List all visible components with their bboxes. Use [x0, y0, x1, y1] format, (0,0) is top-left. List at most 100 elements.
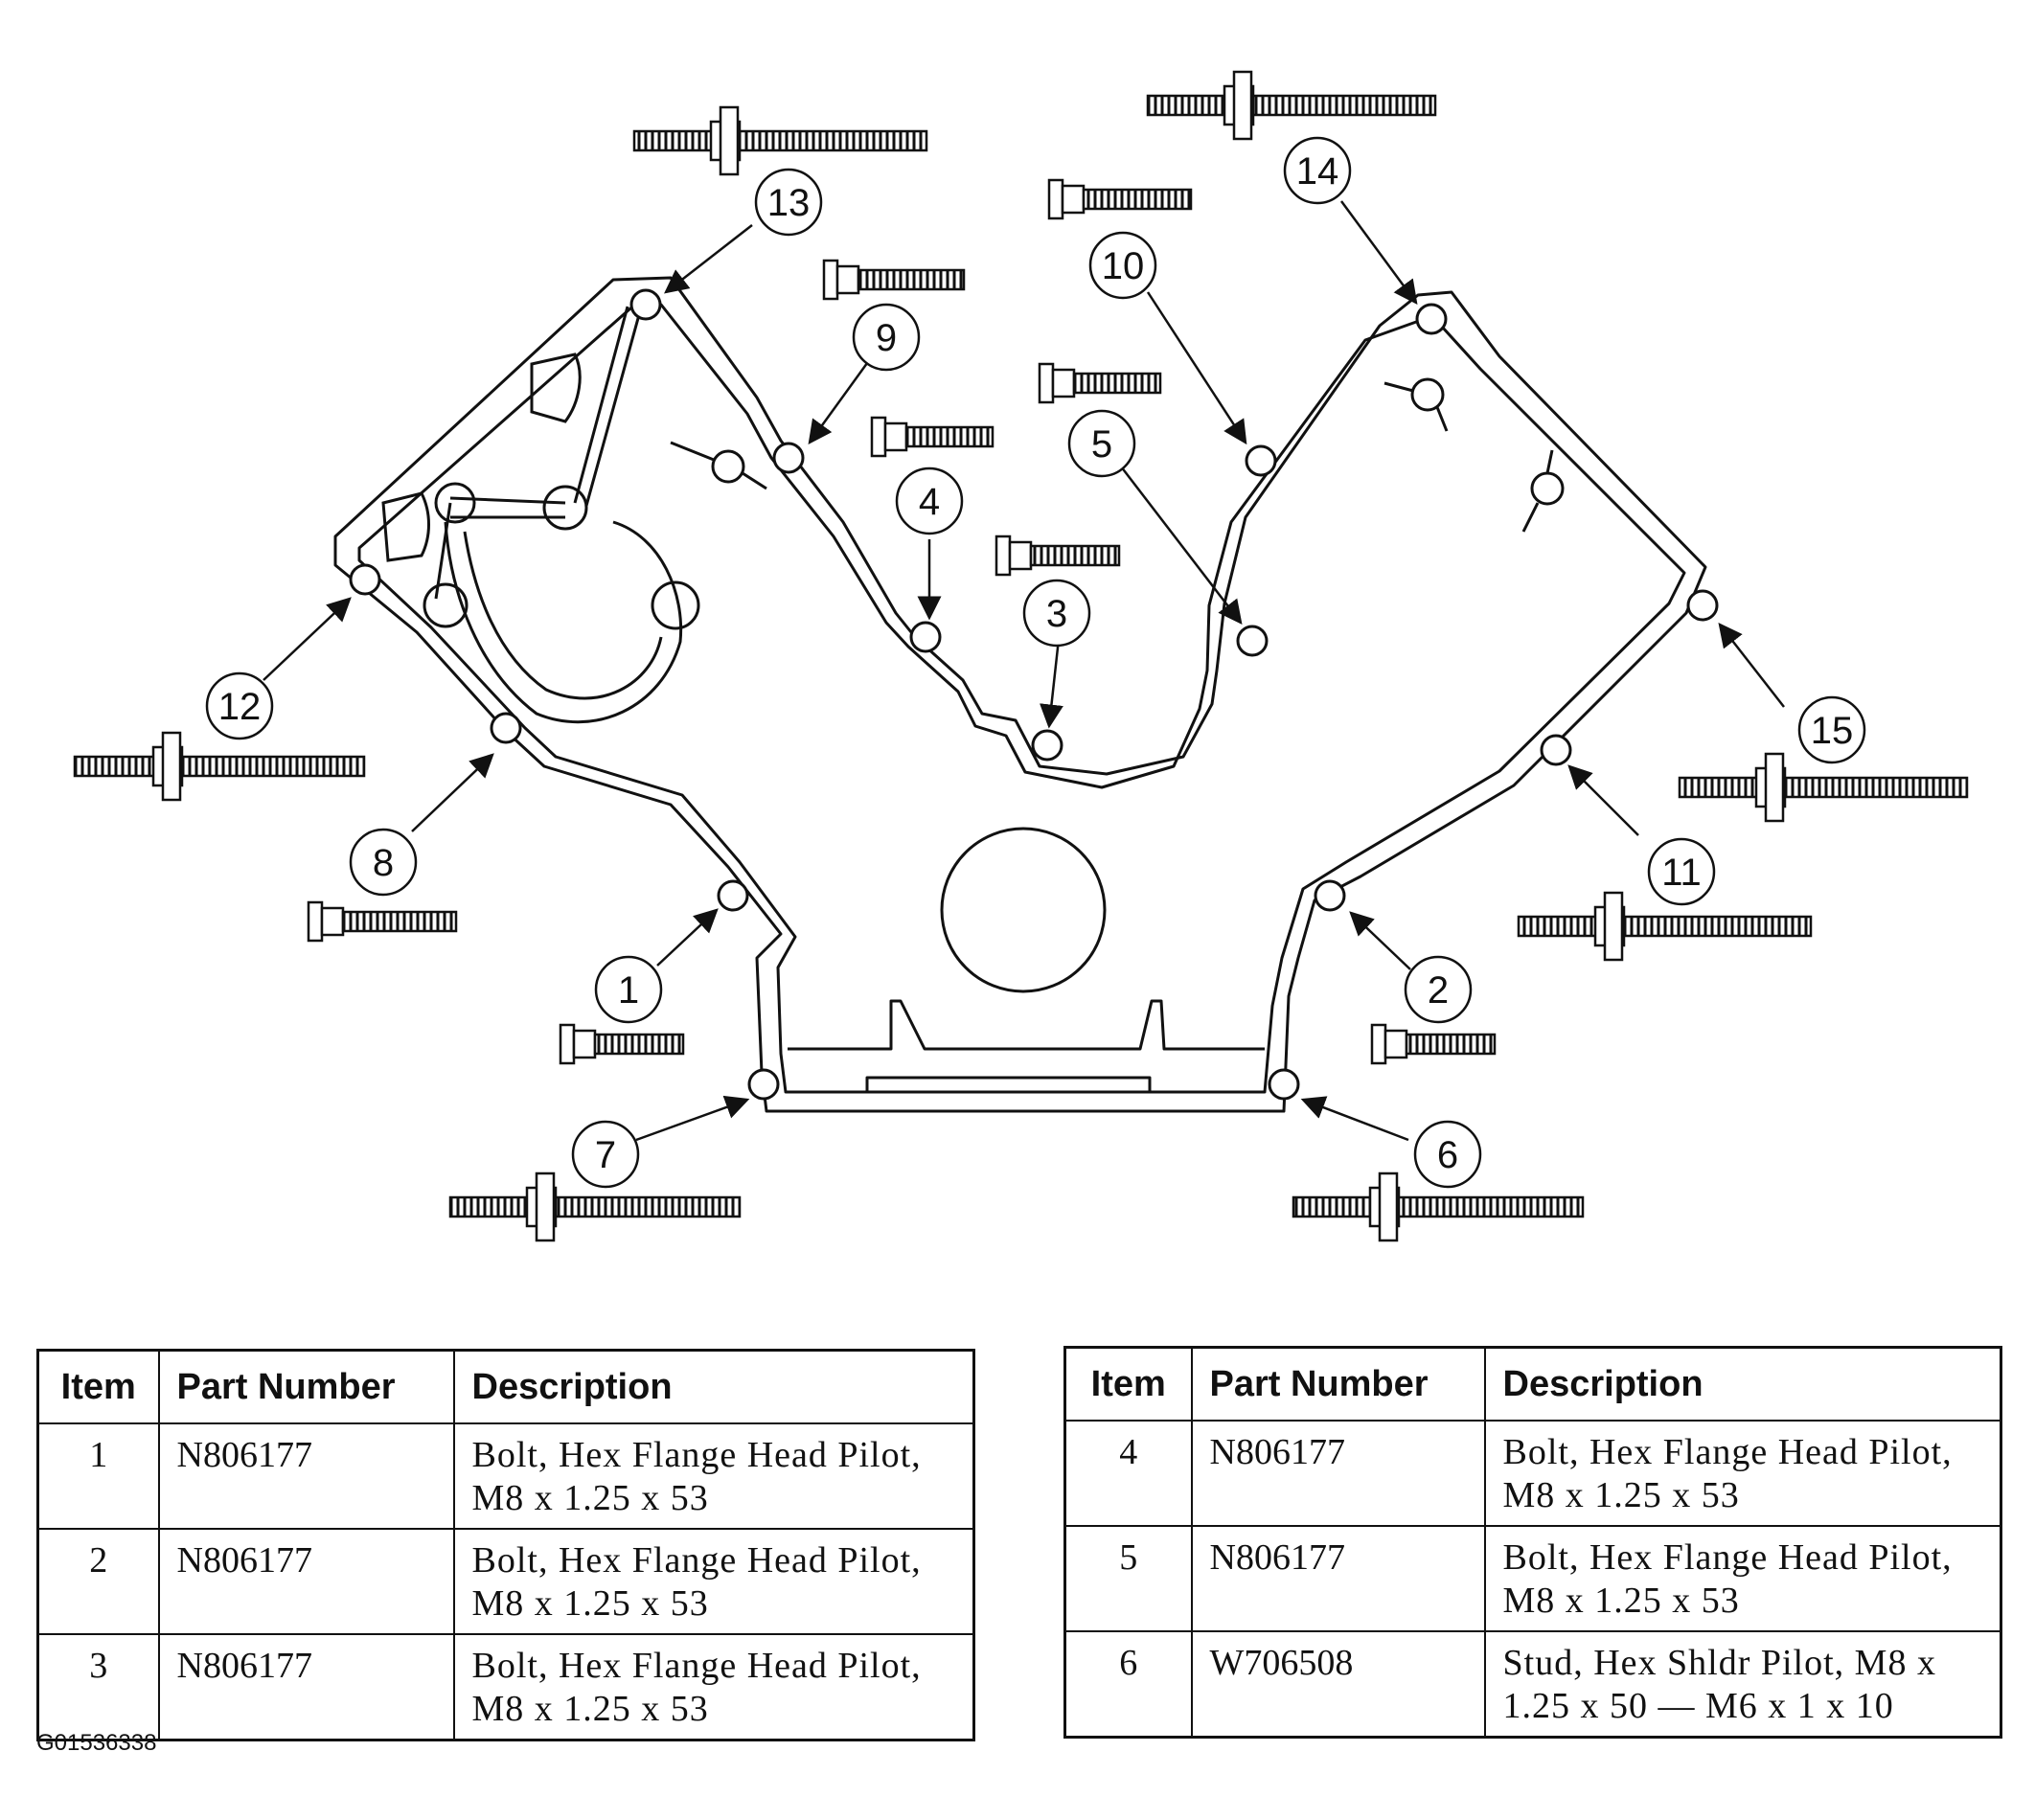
callout-10: 10 [1088, 231, 1157, 300]
cell-part-number: N806177 [157, 1422, 455, 1530]
cell-description: Bolt, Hex Flange Head Pilot, M8 x 1.25 x… [452, 1633, 975, 1741]
callout-3: 3 [1022, 579, 1091, 648]
callout-1: 1 [594, 955, 663, 1024]
figure-id: G01536338 [36, 1730, 157, 1756]
header-part-number: Part Number [1190, 1346, 1486, 1422]
cell-part-number: W706508 [1190, 1630, 1486, 1739]
callout-2: 2 [1404, 955, 1473, 1024]
svg-text:5: 5 [1091, 423, 1112, 466]
callout-8: 8 [349, 828, 418, 897]
svg-text:15: 15 [1811, 710, 1854, 752]
header-item: Item [36, 1349, 160, 1424]
svg-text:12: 12 [218, 686, 262, 728]
cell-item: 6 [1063, 1630, 1193, 1739]
callout-14: 14 [1283, 136, 1352, 205]
callout-11: 11 [1647, 837, 1716, 906]
stud-14 [1146, 70, 1437, 141]
svg-text:2: 2 [1428, 969, 1449, 1012]
cell-part-number: N806177 [1190, 1420, 1486, 1527]
crankshaft-opening [940, 827, 1107, 993]
svg-text:1: 1 [618, 969, 639, 1012]
cell-part-number: N806177 [157, 1528, 455, 1635]
svg-text:7: 7 [595, 1134, 616, 1176]
stud-13 [632, 105, 928, 176]
table-row: 2 N806177 Bolt, Hex Flange Head Pilot, M… [36, 1528, 975, 1635]
description-line: M8 x 1.25 x 53 [1502, 1581, 1740, 1621]
cell-item: 2 [36, 1528, 160, 1635]
callout-12: 12 [205, 671, 274, 740]
header-description: Description [1483, 1346, 2002, 1422]
svg-text:11: 11 [1661, 852, 1702, 894]
table-row: 5 N806177 Bolt, Hex Flange Head Pilot, M… [1063, 1525, 2002, 1632]
header-part-number: Part Number [157, 1349, 455, 1424]
description-line: M8 x 1.25 x 53 [1502, 1475, 1740, 1515]
water-pump-housing [381, 306, 700, 724]
stud-11 [1517, 891, 1813, 962]
description-line: Bolt, Hex Flange Head Pilot, [471, 1646, 922, 1686]
svg-text:14: 14 [1296, 150, 1339, 193]
header-item: Item [1063, 1346, 1193, 1422]
parts-table-right: Item Part Number Description 4 N806177 B… [1063, 1346, 2002, 1739]
description-line: M8 x 1.25 x 53 [471, 1583, 709, 1624]
table-row: 3 N806177 Bolt, Hex Flange Head Pilot, M… [36, 1633, 975, 1741]
cell-item: 3 [36, 1633, 160, 1741]
table-header-row: Item Part Number Description [1063, 1346, 2002, 1422]
cell-item: 5 [1063, 1525, 1193, 1632]
cell-item: 4 [1063, 1420, 1193, 1527]
svg-text:9: 9 [876, 317, 897, 359]
svg-text:6: 6 [1437, 1134, 1458, 1176]
description-line: Bolt, Hex Flange Head Pilot, [1502, 1537, 1953, 1578]
callout-4: 4 [895, 466, 964, 535]
parts-table-left: Item Part Number Description 1 N806177 B… [36, 1349, 975, 1741]
description-line: Bolt, Hex Flange Head Pilot, [471, 1435, 922, 1475]
bolt-holes [349, 288, 1719, 1101]
callouts: 1 2 3 4 5 6 7 8 9 10 11 12 13 14 15 [205, 136, 1866, 1189]
bolt-9 [822, 259, 966, 301]
svg-text:4: 4 [919, 481, 940, 523]
stud-7 [448, 1172, 742, 1242]
table-header-row: Item Part Number Description [36, 1349, 975, 1424]
cell-part-number: N806177 [1190, 1525, 1486, 1632]
callout-7: 7 [571, 1120, 640, 1189]
callout-6: 6 [1413, 1120, 1482, 1189]
table-row: 6 W706508 Stud, Hex Shldr Pilot, M8 x 1.… [1063, 1630, 2002, 1739]
description-line: 1.25 x 50 — M6 x 1 x 10 [1502, 1686, 1894, 1726]
callout-15: 15 [1797, 695, 1866, 764]
cell-description: Bolt, Hex Flange Head Pilot, M8 x 1.25 x… [452, 1528, 975, 1635]
bolt-1 [559, 1023, 685, 1065]
bolt-2 [1370, 1023, 1497, 1065]
svg-text:10: 10 [1102, 245, 1145, 287]
stud-12 [73, 731, 366, 802]
table-row: 1 N806177 Bolt, Hex Flange Head Pilot, M… [36, 1422, 975, 1530]
svg-text:3: 3 [1046, 593, 1067, 635]
stud-6 [1292, 1172, 1585, 1242]
callout-9: 9 [852, 303, 921, 372]
dowel-features [670, 377, 1565, 533]
bolt-5 [1038, 362, 1162, 404]
header-description: Description [452, 1349, 975, 1424]
description-line: Bolt, Hex Flange Head Pilot, [1502, 1432, 1953, 1472]
description-line: M8 x 1.25 x 53 [471, 1478, 709, 1518]
bolt-4 [870, 416, 995, 458]
stud-15 [1678, 752, 1969, 823]
cell-description: Bolt, Hex Flange Head Pilot, M8 x 1.25 x… [452, 1422, 975, 1530]
cell-part-number: N806177 [157, 1633, 455, 1741]
description-line: M8 x 1.25 x 53 [471, 1689, 709, 1729]
front-cover-outline [333, 276, 1707, 1113]
callout-5: 5 [1067, 409, 1136, 478]
table-row: 4 N806177 Bolt, Hex Flange Head Pilot, M… [1063, 1420, 2002, 1527]
svg-text:13: 13 [767, 182, 811, 224]
leader-arrows [263, 200, 1785, 1142]
engine-front-cover-diagram: 1 2 3 4 5 6 7 8 9 10 11 12 13 14 15 [73, 70, 1969, 1242]
studs [73, 70, 1969, 1242]
bolt-3 [995, 535, 1121, 577]
bolts [307, 178, 1497, 1065]
bolt-8 [307, 900, 458, 943]
cell-item: 1 [36, 1422, 160, 1530]
cell-description: Bolt, Hex Flange Head Pilot, M8 x 1.25 x… [1483, 1420, 2002, 1527]
cell-description: Stud, Hex Shldr Pilot, M8 x 1.25 x 50 — … [1483, 1630, 2002, 1739]
callout-13: 13 [754, 168, 823, 237]
description-line: Bolt, Hex Flange Head Pilot, [471, 1540, 922, 1581]
svg-text:8: 8 [373, 842, 394, 884]
description-line: Stud, Hex Shldr Pilot, M8 x [1502, 1643, 1936, 1683]
